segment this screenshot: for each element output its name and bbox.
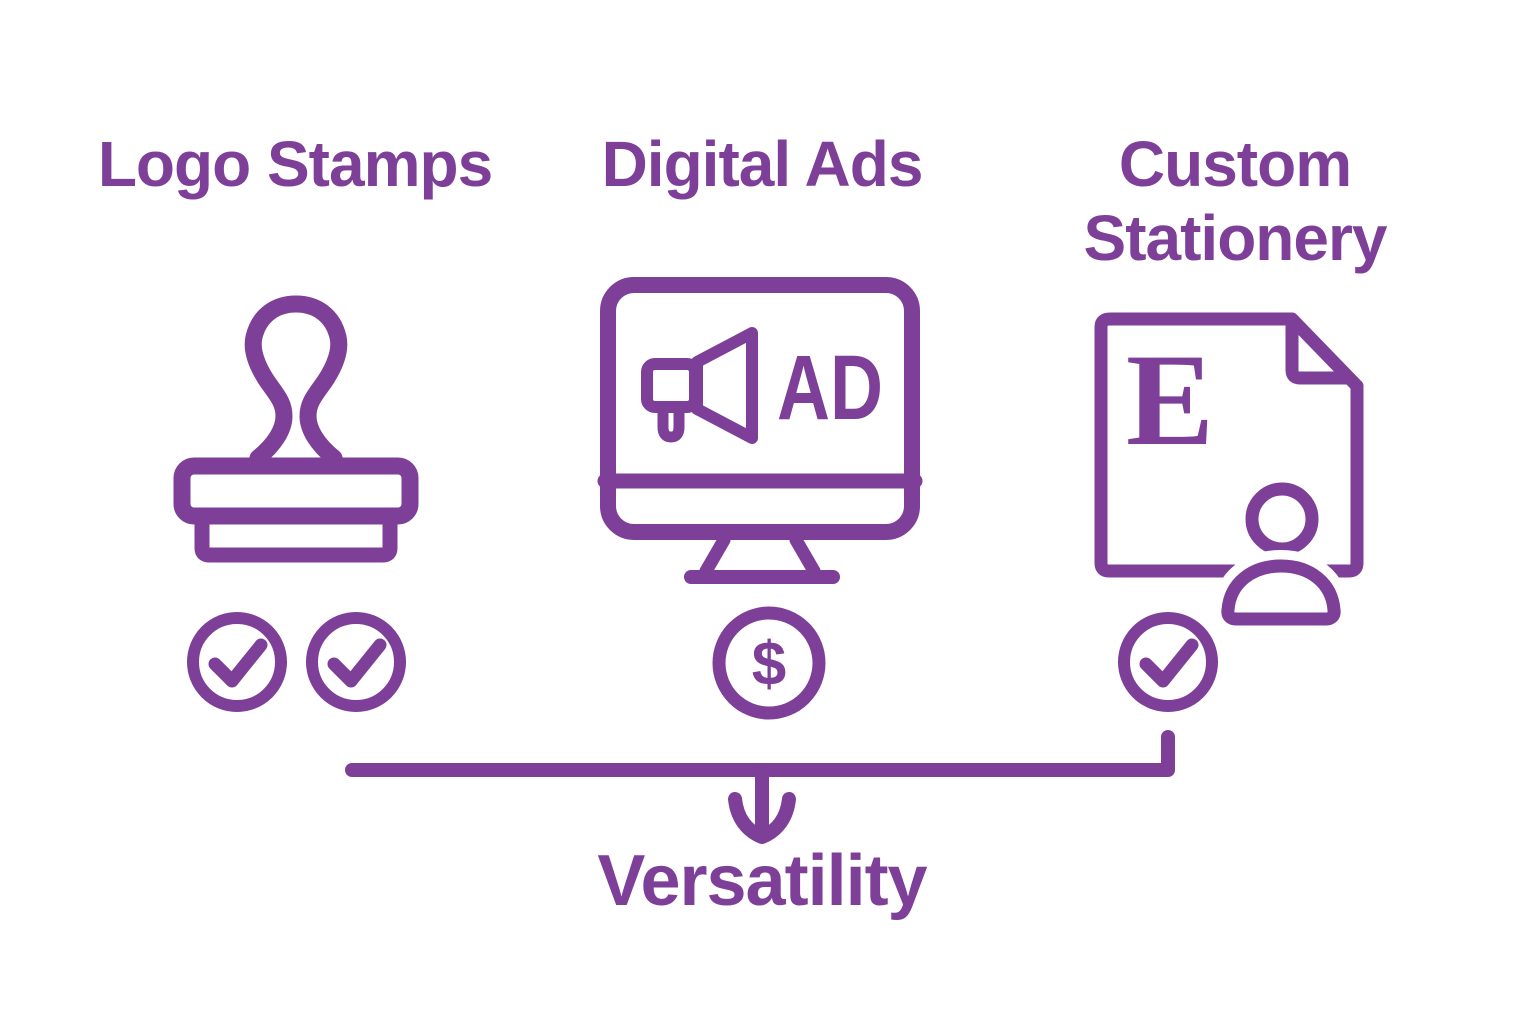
versatility-label: Versatility — [597, 841, 927, 921]
arrow-down-icon — [728, 765, 796, 844]
stamp-pad — [194, 510, 398, 563]
monitor-stand-right-leg — [789, 533, 821, 578]
check-mark — [208, 638, 268, 688]
dollar-symbol: $ — [752, 630, 786, 699]
check-circle-icon — [1118, 612, 1218, 712]
check-circle-ring — [306, 612, 406, 712]
person-body — [1221, 559, 1341, 626]
check-circle-ring — [187, 612, 287, 712]
dollar-circle-icon: $ — [712, 606, 826, 720]
check-circle-icon — [187, 612, 287, 712]
column-title-digital-ads: Digital Ads — [601, 128, 924, 200]
monitor-screen — [600, 277, 920, 540]
person-icon — [1211, 473, 1351, 635]
connector-lines — [345, 730, 1175, 844]
ad-screen-label: AD — [777, 337, 883, 439]
stationery-document-icon: E — [1094, 312, 1364, 635]
stamp-handle — [244, 295, 348, 467]
check-circle-ring — [1118, 612, 1218, 712]
megaphone-handle-drip — [657, 405, 685, 443]
dollar-circle-ring — [712, 606, 826, 720]
person-head — [1245, 482, 1319, 556]
column-title-custom-stationery: Custom Stationery — [1083, 128, 1388, 274]
check-mark — [327, 638, 387, 688]
document-letter: E — [1126, 326, 1214, 473]
megaphone-icon — [641, 327, 758, 444]
desktop-monitor-icon: AD — [597, 277, 923, 584]
document-outline — [1094, 312, 1364, 578]
document-folded-corner — [1285, 320, 1356, 385]
rubber-stamp-icon — [173, 295, 419, 563]
check-mark — [1139, 638, 1199, 688]
arrow-head — [728, 792, 796, 844]
megaphone-body — [641, 358, 701, 413]
monitor-stand-left-leg — [699, 533, 731, 578]
column-title-logo-stamps: Logo Stamps — [97, 128, 493, 200]
megaphone-horn — [691, 327, 758, 444]
stamp-base — [173, 457, 419, 525]
check-circle-icon — [306, 612, 406, 712]
